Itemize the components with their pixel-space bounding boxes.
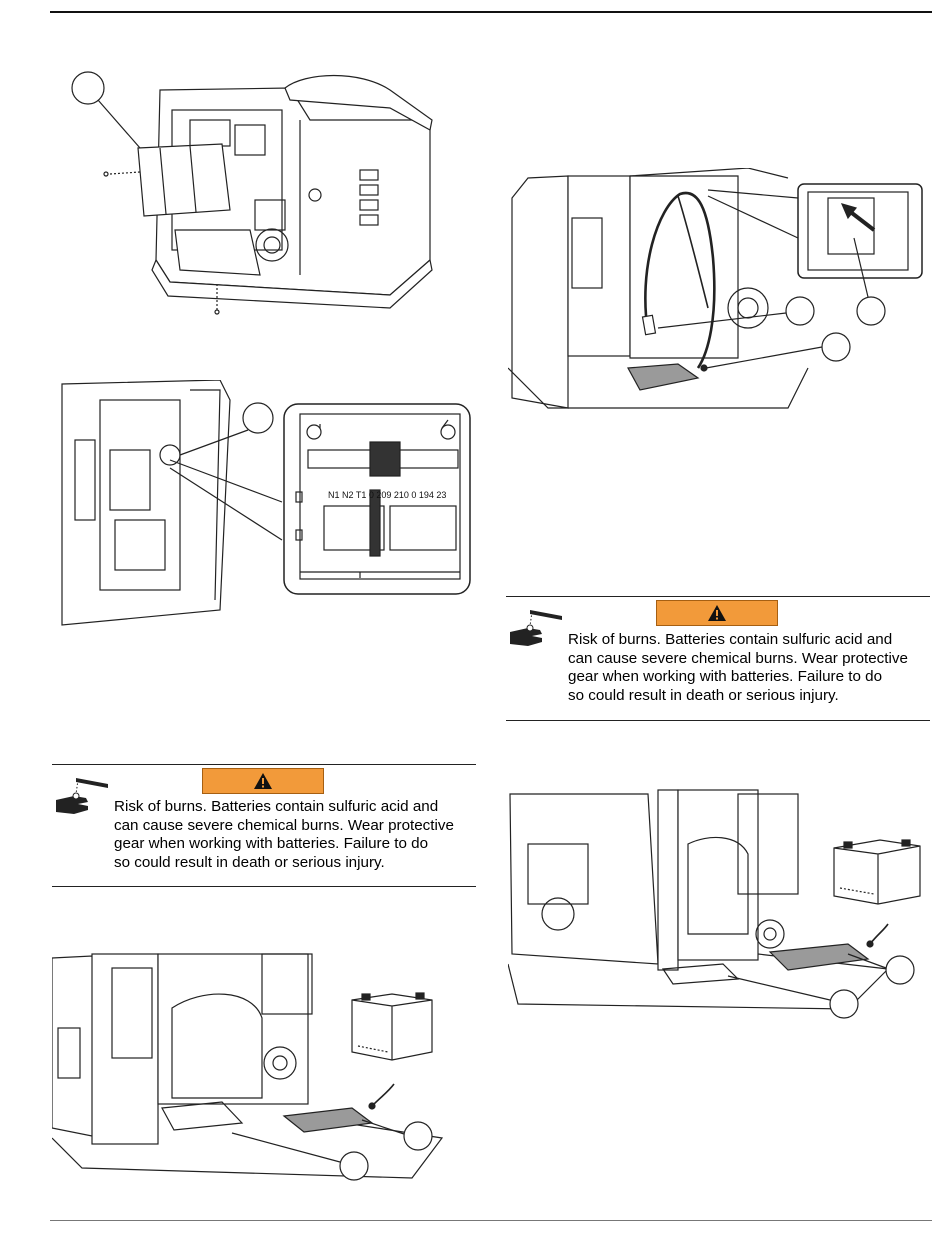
- warning-box-right: Risk of burns. Batteries contain sulfuri…: [506, 596, 930, 722]
- figure-battery-placement-left: [52, 948, 472, 1183]
- callout-circle: [339, 1151, 369, 1181]
- callout-circle: [403, 1121, 433, 1151]
- acid-burn-hand-icon: [56, 778, 108, 814]
- terminal-label: N1 N2 T1 0 209 210 0 194 23: [328, 490, 446, 500]
- warning-text: Risk of burns. Batteries contain sulfuri…: [568, 631, 908, 704]
- warning-triangle-icon: [254, 773, 272, 789]
- figure-battery-placement-right: [508, 784, 928, 1029]
- warning-badge: [202, 768, 324, 794]
- callout-circle: [242, 402, 274, 434]
- top-rule: [50, 11, 932, 13]
- warning-triangle-icon: [708, 605, 726, 621]
- callout-circle: [856, 296, 886, 326]
- figure-terminal-block: N1 N2 T1 0 209 210 0 194 23: [60, 380, 480, 630]
- warning-text: Risk of burns. Batteries contain sulfuri…: [114, 798, 454, 871]
- warning-box-left: Risk of burns. Batteries contain sulfuri…: [52, 764, 476, 888]
- battery-icon: [833, 839, 921, 905]
- callout-circle: [71, 71, 105, 105]
- battery-icon: [351, 992, 433, 1061]
- callout-circle: [785, 296, 815, 326]
- bottom-rule: [50, 1220, 932, 1221]
- callout-circle: [885, 955, 915, 985]
- warning-badge: [656, 600, 778, 626]
- acid-burn-hand-icon: [510, 610, 562, 646]
- callout-circle: [829, 989, 859, 1019]
- figure-battery-cable-routing: [508, 168, 928, 413]
- figure-generator-panel-removal: [60, 60, 450, 330]
- callout-circle: [821, 332, 851, 362]
